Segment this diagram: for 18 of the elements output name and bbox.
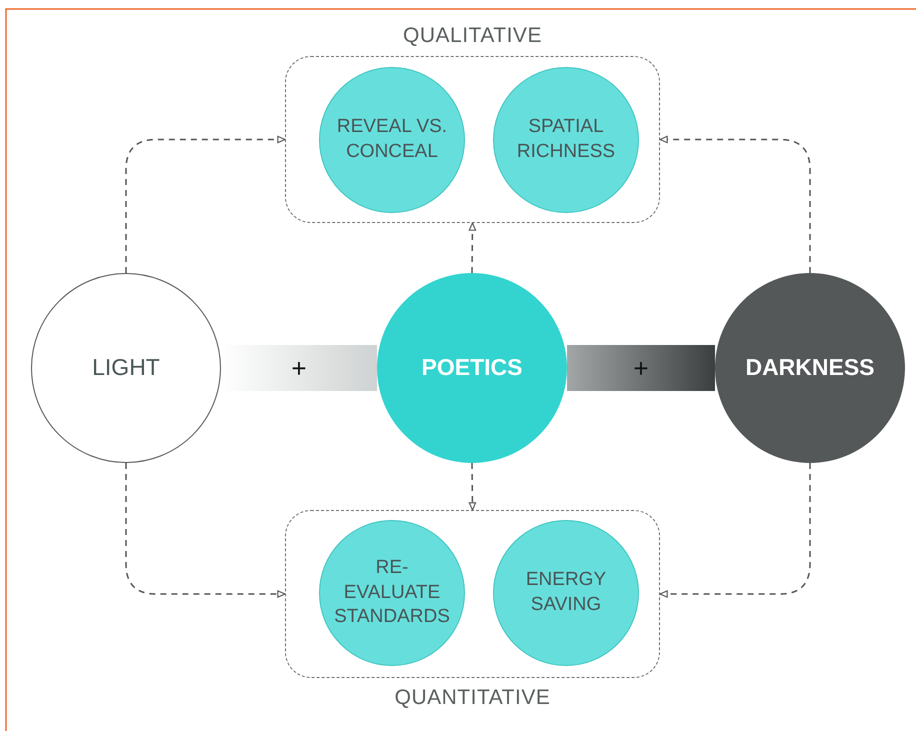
- dashed-arrow: [125, 463, 286, 598]
- dashed-arrow: [659, 463, 811, 598]
- dashed-arrow: [468, 222, 476, 273]
- circle-label: LIGHT: [91, 353, 161, 382]
- circle-label: DARKNESS: [744, 353, 876, 382]
- group-heading: QUANTITATIVE: [394, 686, 552, 710]
- circle-label: ENERGY SAVING: [524, 568, 608, 617]
- dashed-arrow: [659, 136, 811, 273]
- group-heading: QUALITATIVE: [402, 24, 543, 48]
- circle-label: SPATIAL RICHNESS: [516, 115, 616, 164]
- edge-label: +: [633, 355, 649, 381]
- dashed-arrow: [468, 463, 476, 511]
- circle-label: RE-EVALUATE STANDARDS: [333, 556, 451, 630]
- dashed-arrow: [125, 136, 286, 273]
- circle-label: POETICS: [420, 353, 524, 382]
- circle-label: REVEAL VS. CONCEAL: [336, 115, 448, 164]
- edge-label: +: [291, 355, 307, 381]
- gradient-band: [567, 345, 715, 391]
